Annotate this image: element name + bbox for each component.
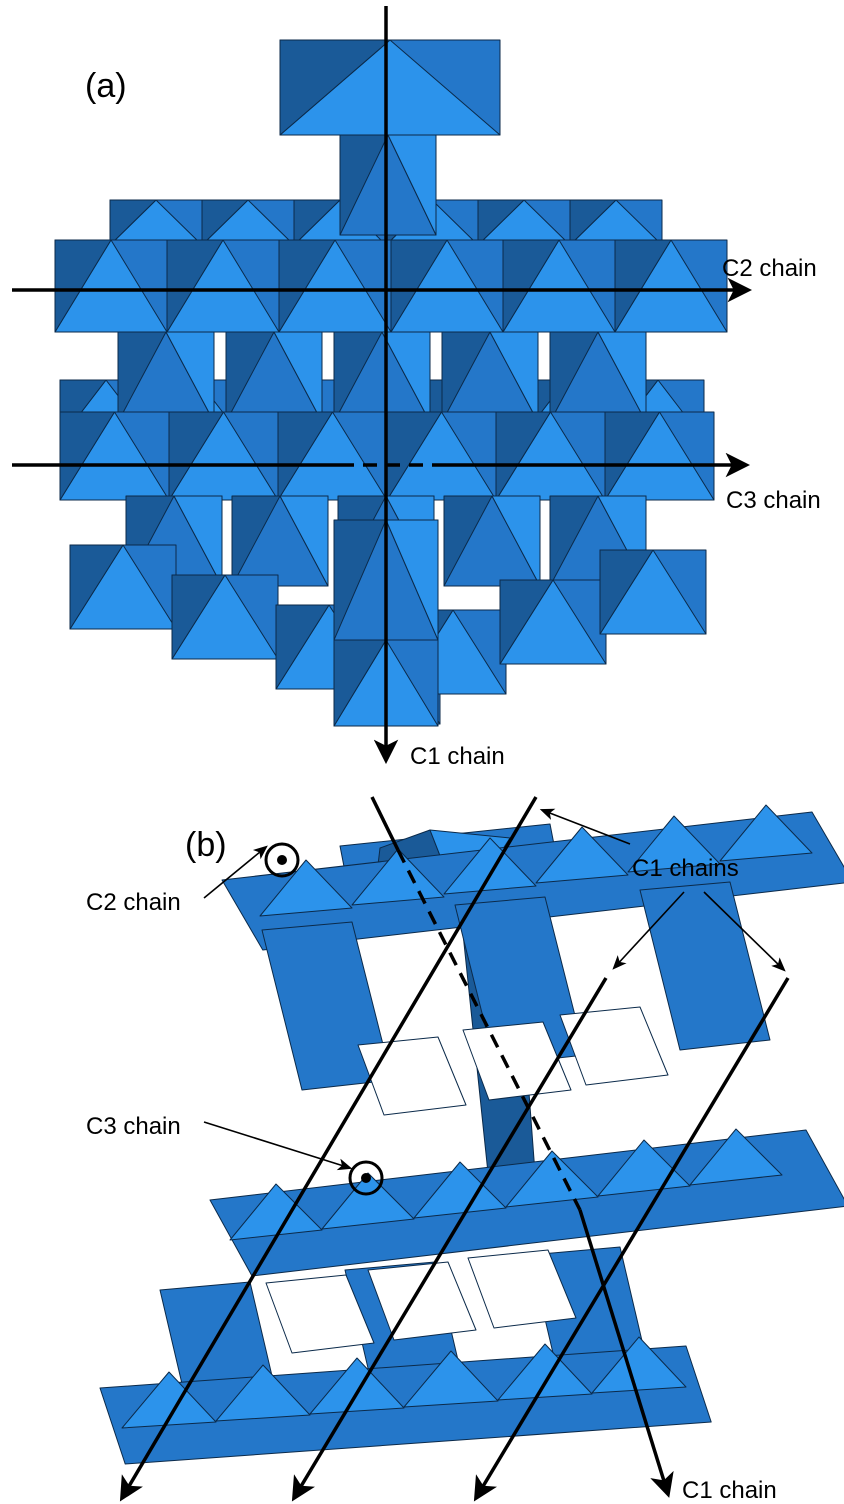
polyhedra-structure-a [55, 40, 727, 726]
b-pillar1-2 [640, 882, 770, 1050]
c3-chain-label-a: C3 chain [726, 487, 821, 514]
c2-chain-label-a: C2 chain [722, 255, 817, 282]
b-hole-0 [358, 1037, 466, 1115]
c3-chain-pointer [204, 1122, 350, 1168]
b-hole-2 [560, 1007, 668, 1085]
c3-chain-label-b: C3 chain [86, 1113, 181, 1140]
c2-chain-label-b: C2 chain [86, 889, 181, 916]
c3-chain-dot [361, 1173, 371, 1183]
panel-label-a: (a) [85, 67, 127, 105]
panel-b: (b) C1 chains C2 chain C3 chain C1 chain [86, 797, 844, 1504]
c1-chain-label-b: C1 chain [682, 1477, 777, 1504]
panel-label-b: (b) [185, 826, 227, 864]
c1-chains-label-b: C1 chains [632, 855, 739, 882]
panel-a: (a) C2 chain C3 chain C1 chain [12, 6, 821, 770]
c2-chain-dot [277, 855, 287, 865]
c1-chain-label-a: C1 chain [410, 743, 505, 770]
